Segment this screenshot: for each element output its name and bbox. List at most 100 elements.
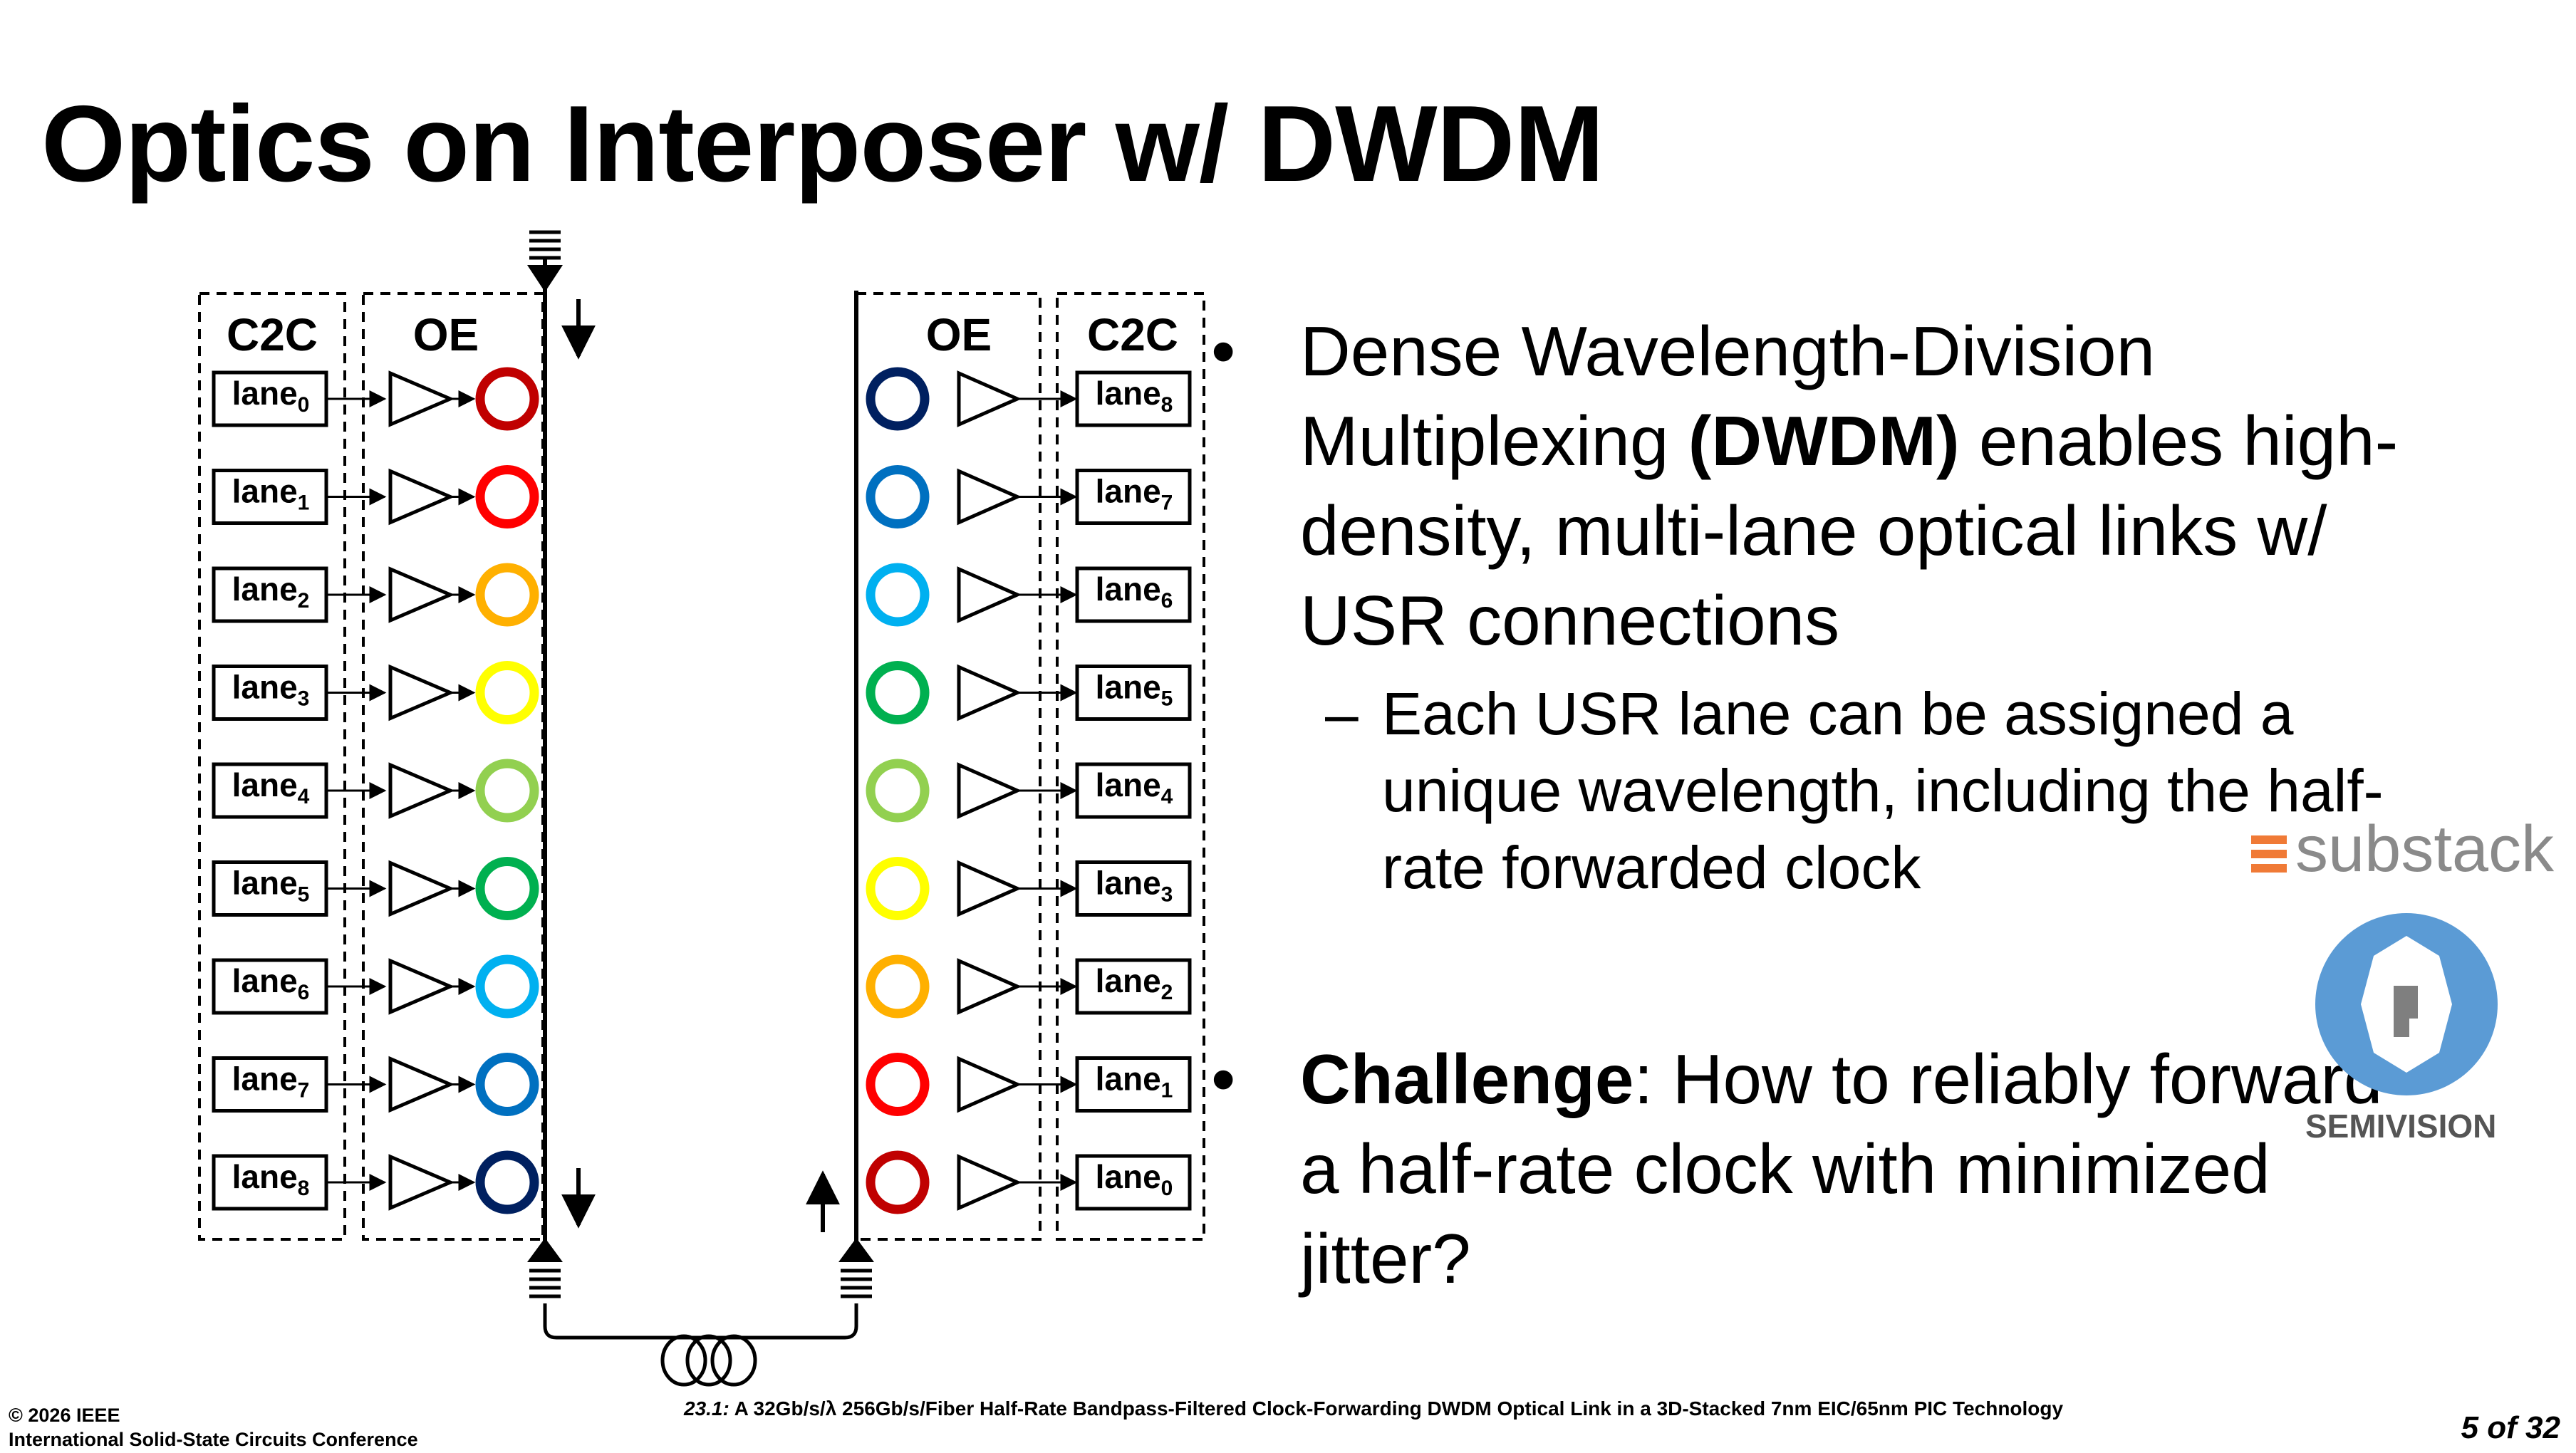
left-lane-label: lane1 (232, 473, 310, 515)
bullet-dot: • (1211, 312, 1236, 390)
right-c2c-group (1056, 292, 1205, 1241)
bottom-right-grating-coupler (838, 1238, 874, 1298)
right-lane-box (1075, 958, 1192, 1015)
copyright-text: © 2026 IEEE (9, 1405, 120, 1426)
left-c2c-group (198, 292, 346, 1241)
right-ring-filter (866, 857, 930, 920)
footer-copyright: © 2026 IEEE International Solid-State Ci… (9, 1403, 418, 1452)
left-lane-label: lane3 (232, 669, 310, 711)
right-lane-label: lane0 (1096, 1158, 1173, 1200)
left-ring-modulator (475, 954, 539, 1019)
right-lane-label: lane7 (1096, 473, 1173, 515)
left-lane-box (212, 1154, 328, 1211)
left-driver-triangle (388, 762, 455, 819)
right-c2c-header: C2C (1087, 309, 1178, 360)
right-receiver-triangle (957, 370, 1022, 427)
right-lane-label: lane3 (1096, 865, 1173, 907)
left-lane-box (212, 1056, 328, 1113)
right-lane-box (1075, 370, 1192, 427)
sub-bullet-usr-lane: –Each USR lane can be assigned a unique … (1211, 675, 2422, 906)
right-lane-box (1075, 469, 1192, 525)
left-lane-box (212, 566, 328, 623)
right-oe-header: OE (926, 309, 992, 360)
sub-bullet-dash: – (1325, 680, 1359, 747)
right-receiver-triangle (957, 958, 1022, 1015)
right-ring-filter (866, 661, 930, 724)
page-number: 5 of 32 (2461, 1410, 2560, 1445)
footer-paper-title: 23.1: A 32Gb/s/λ 256Gb/s/Fiber Half-Rate… (684, 1397, 2063, 1420)
left-lane-box (212, 860, 328, 917)
right-lane-label: lane2 (1096, 962, 1173, 1004)
left-lane-label: lane8 (232, 1158, 310, 1200)
paper-id: 23.1: (684, 1397, 729, 1420)
bullet-dwdm: •Dense Wavelength-Division Multiplexing … (1211, 306, 2422, 665)
right-ring-filter (866, 465, 930, 528)
right-lane-box (1075, 1154, 1192, 1211)
right-lane-box (1075, 566, 1192, 623)
right-lane-label: lane5 (1096, 669, 1173, 711)
right-receiver-triangle (957, 860, 1022, 917)
right-ring-filter (866, 1150, 930, 1214)
right-ring-filter (866, 367, 930, 431)
left-lane-label: lane5 (232, 865, 310, 907)
left-driver-triangle (388, 468, 455, 526)
semivision-watermark: SEMIVISION (2305, 1108, 2497, 1145)
fiber-link (543, 1303, 858, 1340)
left-c2c-header: C2C (227, 309, 318, 360)
fiber-coil (660, 1334, 707, 1387)
left-ring-modulator (475, 367, 539, 431)
left-ring-modulator (475, 1150, 539, 1214)
right-receiver-triangle (957, 762, 1022, 819)
left-driver-triangle (388, 370, 455, 427)
right-lane-label: lane6 (1096, 571, 1173, 613)
paper-title: A 32Gb/s/λ 256Gb/s/Fiber Half-Rate Bandp… (734, 1397, 2064, 1420)
left-lane-label: lane0 (232, 375, 310, 417)
left-lane-label: lane4 (232, 766, 310, 808)
conference-name: International Solid-State Circuits Confe… (9, 1429, 418, 1450)
slide-title: Optics on Interposer w/ DWDM (41, 83, 1604, 204)
left-ring-modulator (475, 661, 539, 724)
left-driver-triangle (388, 1056, 455, 1113)
top-grating-coupler (527, 230, 563, 292)
bullet-challenge: •Challenge: How to reliably forward a ha… (1211, 1034, 2422, 1303)
left-lane-label: lane6 (232, 962, 310, 1004)
right-receiver-triangle (957, 566, 1022, 623)
left-lane-box (212, 958, 328, 1015)
right-lane-box (1075, 860, 1192, 917)
right-ring-filter (866, 563, 930, 627)
left-lane-box (212, 665, 328, 721)
bullet-dot: • (1211, 1040, 1236, 1118)
left-ring-modulator (475, 1053, 539, 1116)
right-lane-box (1075, 1056, 1192, 1113)
right-ring-filter (866, 759, 930, 823)
bullet-list: •Dense Wavelength-Division Multiplexing … (1211, 306, 2422, 1303)
right-receiver-triangle (957, 468, 1022, 526)
right-lane-box (1075, 762, 1192, 819)
bottom-left-grating-coupler (527, 1238, 563, 1298)
substack-watermark: substack (2251, 812, 2554, 887)
right-ring-filter (866, 954, 930, 1019)
left-lane-box (212, 762, 328, 819)
semivision-logo-icon (2315, 913, 2498, 1095)
left-driver-triangle (388, 1154, 455, 1211)
right-receiver-triangle (957, 1056, 1022, 1113)
left-lane-label: lane7 (232, 1061, 310, 1103)
dwdm-diagram: C2C OE OE C2C lane0 lane1 lane2 lane3 lane4 l… (198, 230, 1205, 1387)
right-lane-label: lane1 (1096, 1061, 1173, 1103)
left-driver-triangle (388, 958, 455, 1015)
left-lane-label: lane2 (232, 571, 310, 613)
left-lane-box (212, 370, 328, 427)
left-driver-triangle (388, 566, 455, 623)
right-lane-label: lane4 (1096, 766, 1173, 808)
right-receiver-triangle (957, 1154, 1022, 1211)
left-driver-triangle (388, 860, 455, 917)
right-lane-label: lane8 (1096, 375, 1173, 417)
right-receiver-triangle (957, 664, 1022, 722)
right-lane-box (1075, 665, 1192, 721)
left-oe-header: OE (413, 309, 479, 360)
left-ring-modulator (475, 759, 539, 823)
substack-logo-icon (2251, 835, 2287, 874)
left-ring-modulator (475, 465, 539, 528)
left-driver-triangle (388, 664, 455, 722)
right-ring-filter (866, 1053, 930, 1116)
